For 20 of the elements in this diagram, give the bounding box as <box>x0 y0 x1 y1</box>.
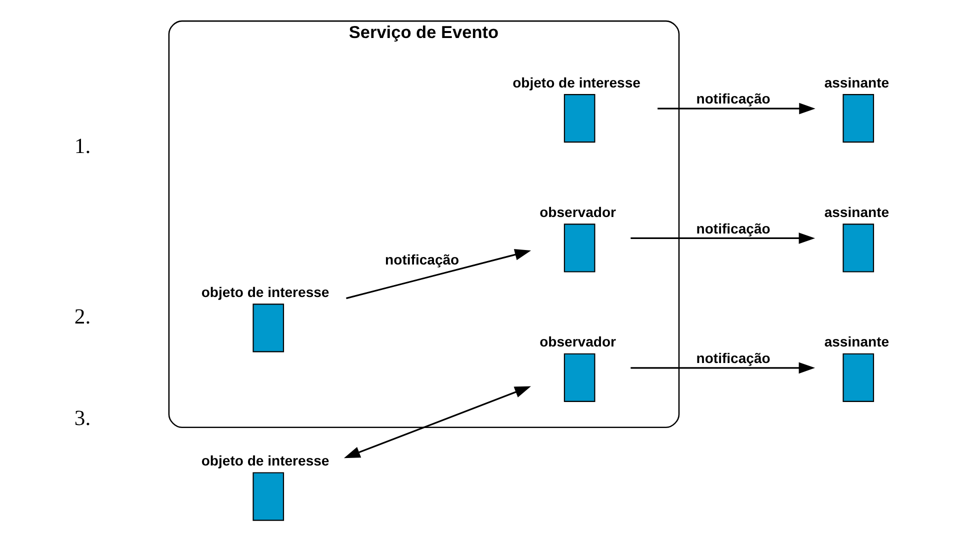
arrow <box>344 386 531 458</box>
node-label: observador <box>540 204 616 220</box>
edge-label: notificação <box>696 90 770 107</box>
node-label: assinante <box>824 204 890 220</box>
arrow <box>658 102 816 114</box>
label: 2. <box>74 304 91 329</box>
arrow <box>346 249 532 300</box>
arrow <box>630 232 816 244</box>
label: 1. <box>74 134 91 158</box>
node-label: objeto de interesse <box>512 74 640 90</box>
edge-label: notificação <box>385 252 460 268</box>
node-label: assinante <box>824 334 890 350</box>
edge-label: notificação <box>696 350 770 366</box>
label: 3. <box>74 406 91 430</box>
node-label: objeto de interesse <box>201 284 330 300</box>
node-label: assinante <box>824 74 890 90</box>
node-label: observador <box>540 334 616 350</box>
arrow <box>630 362 816 374</box>
edge-label: notificação <box>696 220 770 236</box>
node-label: objeto de interesse <box>201 452 330 469</box>
